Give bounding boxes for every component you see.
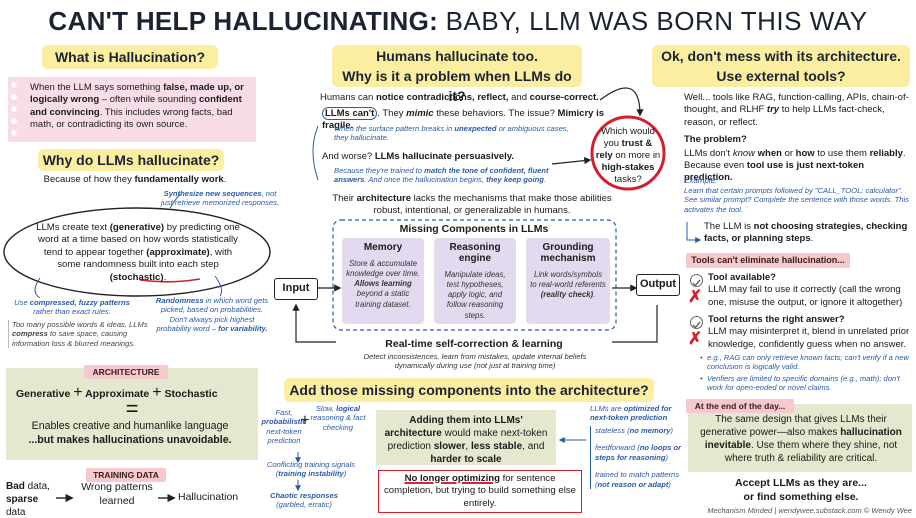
architecture-tag: ARCHITECTURE [84,365,168,379]
col3-p1: Well... tools like RAG, function-calling… [684,92,909,128]
why-subtext: Because of how they fundamentally work. [43,174,227,185]
tool-available: Tool available? LLM may fail to use it c… [708,272,903,308]
add-heading: Add those missing components into the ar… [284,378,654,402]
col3-p3: Because even tool use is just next-token… [684,160,865,184]
input-box: Input [274,278,318,300]
output-box: Output [636,274,680,296]
page-title: CAN'T HELP HALLUCINATING: BABY, LLM WAS … [0,6,916,37]
tool-returns: Tool returns the right answer? LLM may m… [708,314,910,350]
what-text: When the LLM says something false, made … [30,82,244,131]
col2-arch-text: Their architecture lacks the mechanisms … [332,193,612,217]
accept-text: Accept LLMs as they are... or find somet… [735,477,867,503]
why-heading: Why do LLMs hallucinate? [38,149,224,171]
selfcorrect-note: Detect inconsistences, learn from mistak… [363,352,587,371]
selfcorrect-heading: Real-time self-correction & learning [336,338,612,350]
missing-heading: Missing Components in LLMs [399,223,549,235]
col3-heading: Ok, don't mess with its architecture. Us… [652,45,910,87]
col2-heading: Humans hallucinate too. Why is it a prob… [332,45,582,104]
enables-text: Enables creative and humanlike language [31,420,229,432]
what-box: When the LLM says something false, made … [8,77,256,142]
checkmark-icon [690,274,703,287]
bad-data: Bad data, sparse data [6,481,50,518]
component-memory: Memory Store & accumulate knowledge over… [342,238,424,324]
slow-note: Slow, logical reasoning & fact checking [310,404,366,432]
wrong-patterns: Wrong patterns learned [81,481,153,507]
compressed-note: Use compressed, fuzzy patterns rather th… [14,298,130,317]
col2-p3: And worse? LLMs hallucinate persuasively… [322,151,515,162]
col3-bullets: •e.g., RAG can only retrieve known facts… [700,353,909,393]
chaotic-note: Chaotic responses(garbled, erratic) [270,491,338,510]
col2-p2-note: When the surface pattern breaks in unexp… [334,124,569,143]
but-text: ...but makes hallucinations unavoidable. [28,434,232,446]
toomany-note: Too many possible words & ideas. LLMs co… [8,320,150,349]
equation-row: Generative + Approximate + Stochastic [16,384,218,401]
col3-example: Example: Learn that certain prompts foll… [684,176,909,214]
optimized-notes: LLMs are optimized for next-token predic… [590,404,684,490]
title-light: BABY, LLM WAS BORN THIS WAY [445,6,868,36]
checkmark-icon-2 [690,316,703,329]
component-reasoning: Reasoning engine Manipulate ideas, test … [434,238,516,324]
col2-p2: LLMs can't. They mimic these behaviors. … [322,107,604,132]
synth-note: Synthesize new sequences, not just retri… [160,189,280,208]
randomness-note: Randomness in which word gets picked, ba… [155,296,269,334]
tools-cant-tag: Tools can't eliminate hallucination... [686,253,850,268]
end-text: The same design that gives LLMs their ge… [700,414,902,464]
title-bold: CAN'T HELP HALLUCINATING: [48,6,439,36]
end-box [688,404,912,472]
col2-p3-note: Because they're trained to match the ton… [334,166,549,185]
cross-icon-2: ✗ [688,329,703,348]
oval-text: LLMs create text (generative) by predict… [36,222,240,283]
hallucination-result: Hallucination [178,491,239,503]
components-row: Memory Store & accumulate knowledge over… [342,238,610,326]
end-tag: At the end of the day... [686,399,794,413]
equals-sign: = [125,396,139,421]
notebook-holes [8,77,20,142]
fast-note: Fast, probabilistic next-token predictio… [261,408,307,446]
col2-p1: Humans can notice contradictions, reflec… [320,92,599,103]
col3-p2: LLMs don't know when or how to use them … [684,148,906,159]
training-tag: TRAINING DATA [86,468,166,482]
cross-icon: ✗ [688,287,703,306]
no-longer-box: No longer optimizing for sentence comple… [378,470,582,514]
col3-problem: The problem? [684,134,747,145]
what-heading: What is Hallucination? [42,45,218,69]
footer-credit: Mechanism Minded | wendywee.substack.com… [707,506,912,515]
component-grounding: Grounding mechanism Link words/symbols t… [526,238,610,324]
conflicting-note: Conflicting training signals (training i… [266,460,356,479]
architecture-box [6,368,258,460]
adding-box: Adding them into LLMs' architecture woul… [376,410,556,465]
trust-bubble: Which would you trust & rely on more in … [595,126,661,185]
col3-not-choosing: The LLM is not choosing strategies, chec… [704,221,908,245]
plus-sign: + [300,412,310,429]
